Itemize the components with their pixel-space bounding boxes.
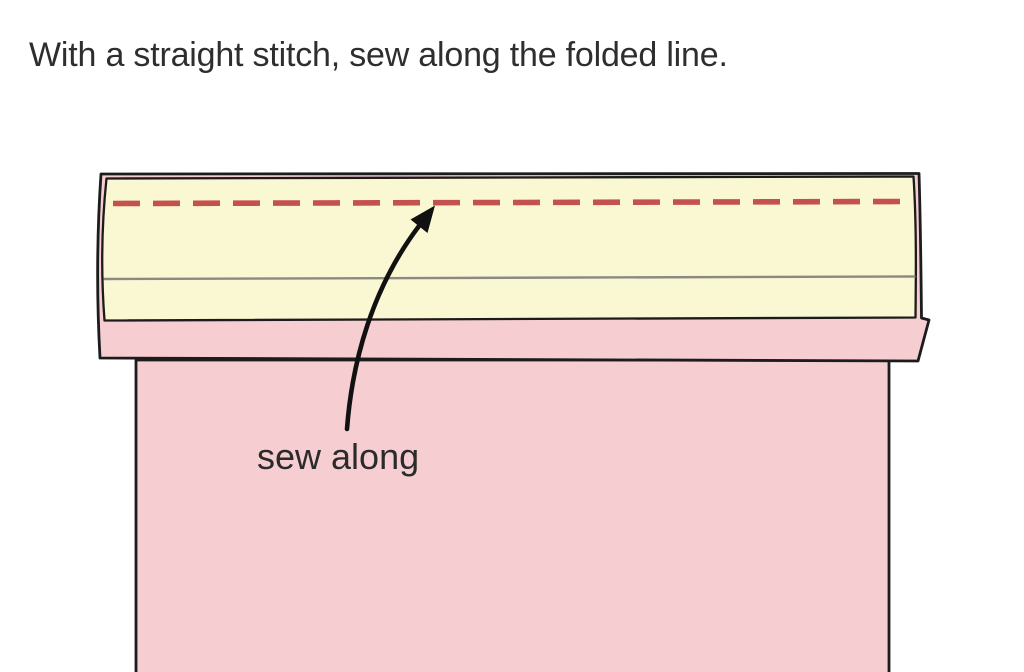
main-fabric-panel xyxy=(134,358,891,672)
stitch-dashed-line xyxy=(112,198,905,207)
arrow-head-icon xyxy=(410,205,435,233)
folded-band xyxy=(101,175,918,322)
instruction-title: With a straight stitch, sew along the fo… xyxy=(29,36,728,74)
fold-crease-line xyxy=(103,275,916,281)
arrow-shaft xyxy=(344,223,422,432)
sew-along-label: sew along xyxy=(257,436,420,477)
